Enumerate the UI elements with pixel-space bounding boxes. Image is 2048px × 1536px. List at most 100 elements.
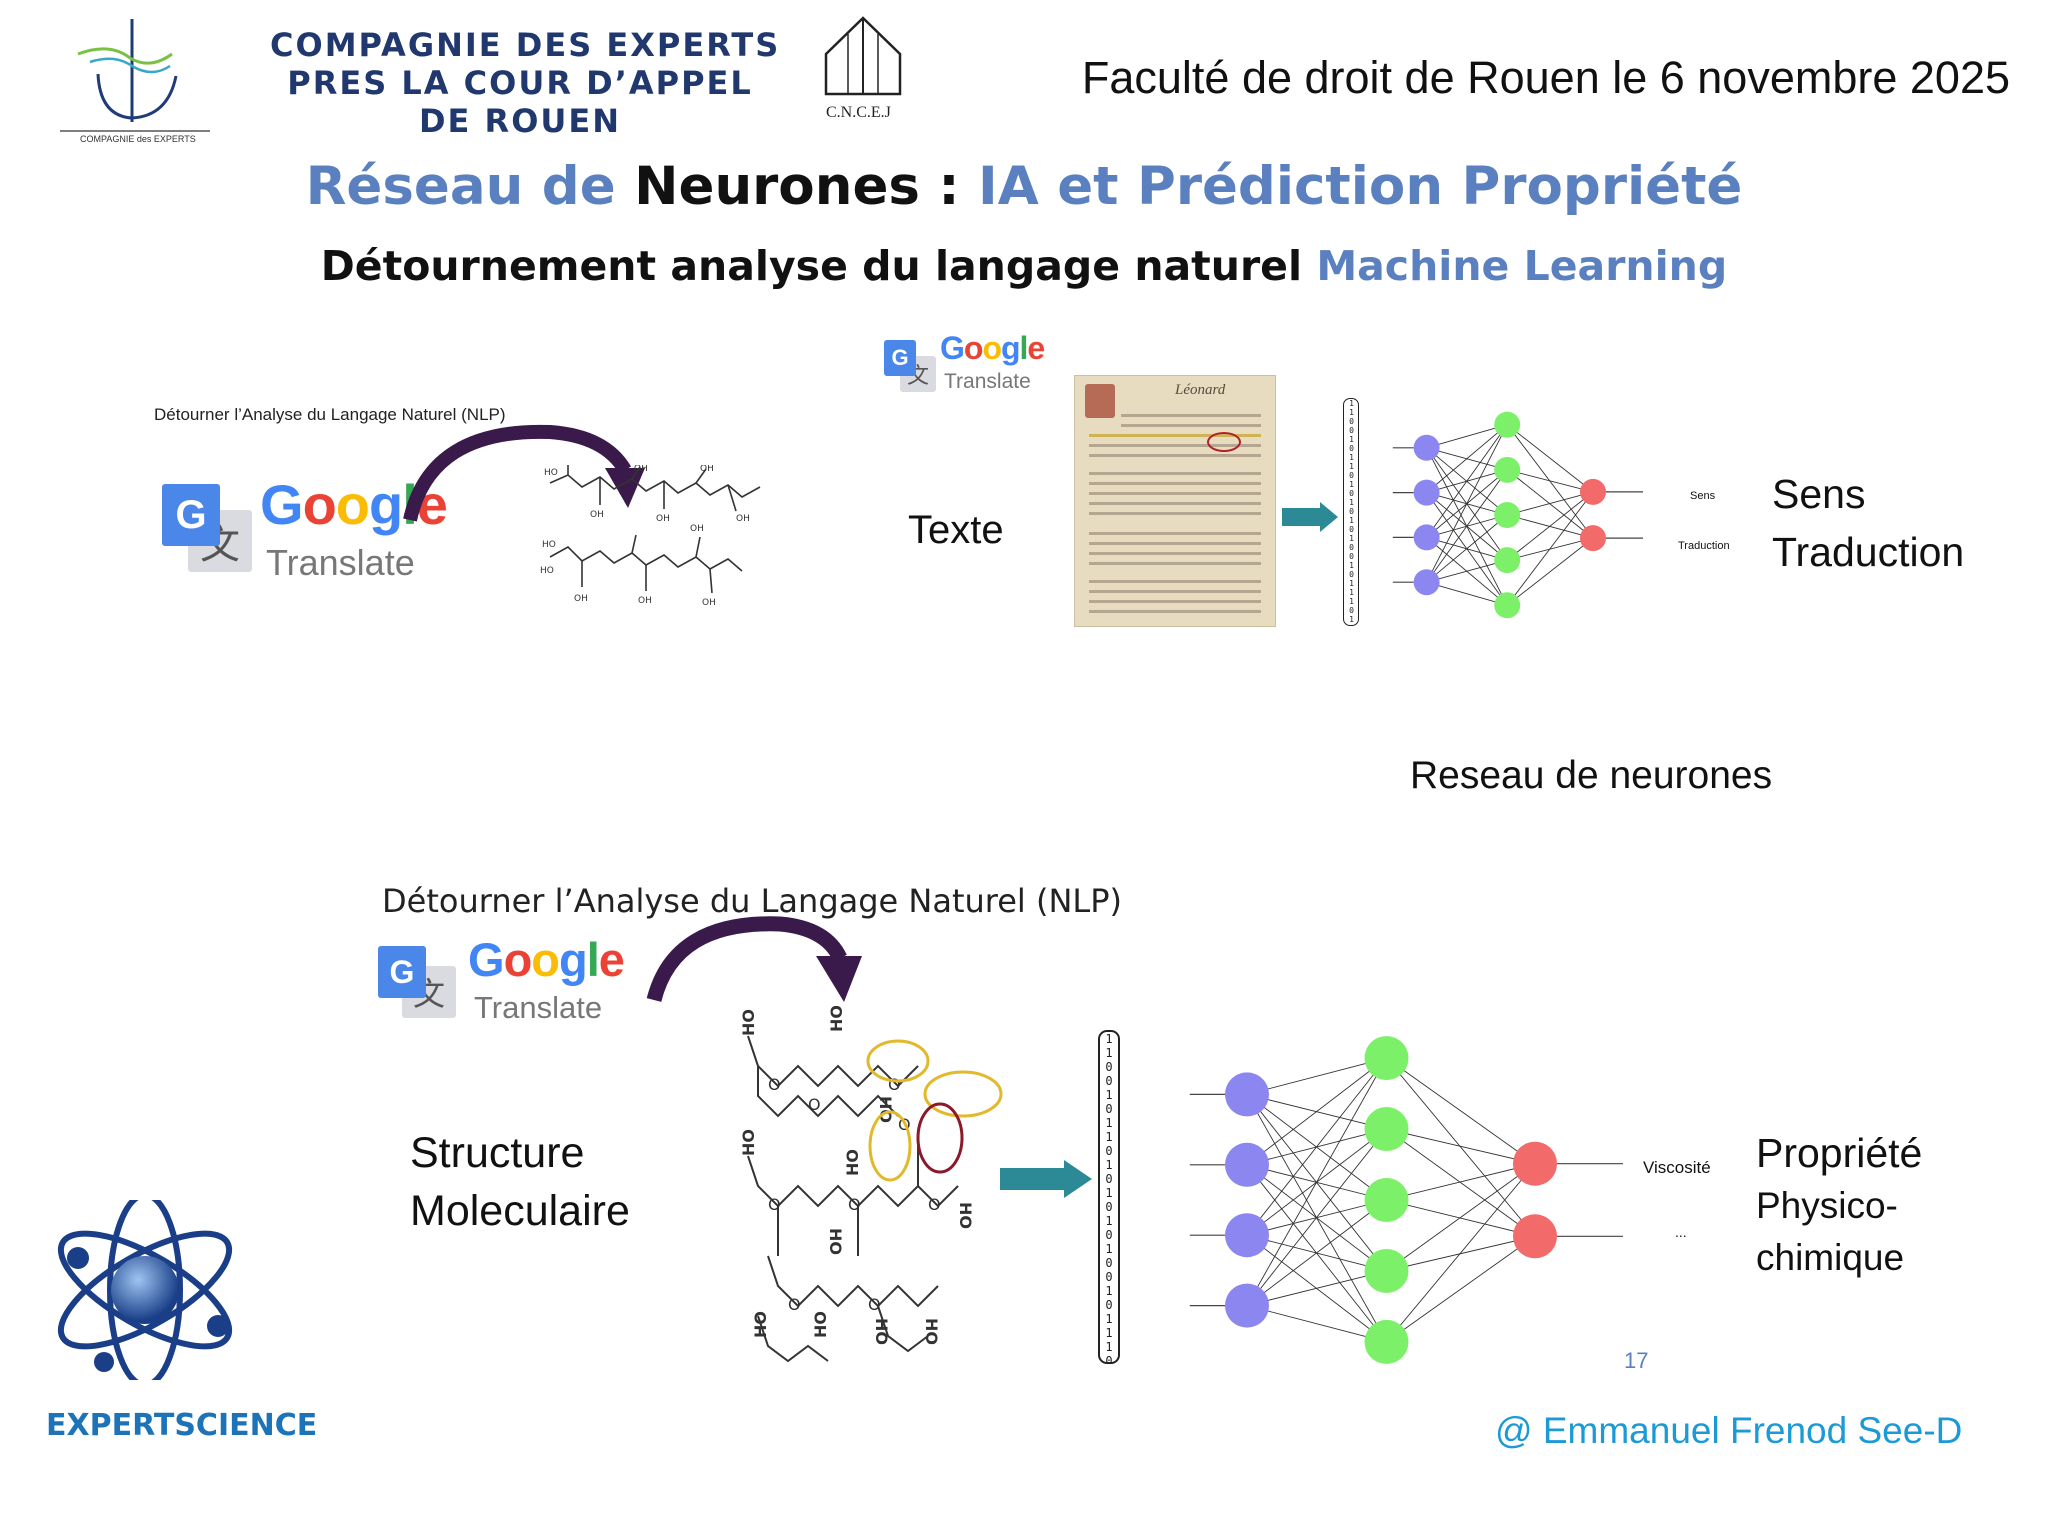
slide-title: Réseau de Neurones : IA et Prédiction Pr…	[0, 156, 2048, 217]
top-nn-edge	[1426, 581, 1508, 606]
bottom-nn-edge	[1246, 1128, 1387, 1306]
manuscript-heading: Léonard	[1175, 382, 1226, 398]
top-nn-edge	[1506, 424, 1594, 539]
cncej-label: C.N.C.E.J	[826, 104, 891, 121]
svg-text:O: O	[868, 1295, 881, 1314]
bottom-result-line-1: Propriété	[1756, 1130, 1923, 1176]
top-nn-edge	[1506, 469, 1594, 539]
bottom-nn-input-node	[1225, 1072, 1269, 1117]
svg-text:OH: OH	[690, 524, 704, 534]
page-number: 17	[1624, 1348, 1649, 1373]
top-nn-edge	[1506, 537, 1594, 606]
top-input-label: Texte	[908, 508, 1004, 552]
google-g-icon-small: G	[884, 340, 916, 376]
google-translate-logo-bottom: 文 G Google Translate	[378, 933, 648, 1036]
bottom-nn-edge	[1246, 1199, 1387, 1306]
top-nn-hidden-node	[1494, 411, 1521, 438]
bottom-nn-hidden-node	[1364, 1036, 1409, 1081]
top-output-2: Traduction	[1678, 540, 1730, 552]
top-binary-vector: 1100101101010101001011101111	[1343, 398, 1359, 626]
experts-logo: COMPAGNIE des EXPERTS	[60, 14, 210, 144]
svg-text:HO: HO	[827, 1006, 846, 1032]
svg-text:HO: HO	[739, 1009, 758, 1036]
svg-text:OH: OH	[702, 598, 716, 608]
svg-text:OH: OH	[590, 510, 604, 520]
top-nn-edge	[1506, 491, 1594, 561]
bottom-output-1: Viscosité	[1643, 1158, 1711, 1177]
svg-text:HO: HO	[872, 1318, 891, 1345]
bottom-input-label: Structure Moleculaire	[410, 1124, 630, 1240]
cncej-logo: C.N.C.E.J	[818, 14, 908, 124]
bottom-input-line-1: Structure	[410, 1129, 585, 1177]
bottom-curved-arrow	[646, 916, 862, 1002]
top-nn-hidden-node	[1494, 456, 1521, 483]
svg-text:OH: OH	[634, 465, 648, 474]
google-wordmark-bottom: Google	[468, 933, 625, 986]
nn-caption: Reseau de neurones	[1410, 754, 1773, 797]
bottom-result-line-2: Physico-	[1756, 1185, 1898, 1226]
experts-logo-caption: COMPAGNIE des EXPERTS	[80, 134, 196, 144]
svg-text:HO: HO	[542, 540, 556, 550]
brand-label: EXPERTSCIENCE	[46, 1408, 318, 1443]
svg-text:O: O	[768, 1195, 781, 1214]
top-teal-arrow	[1282, 502, 1338, 532]
top-nn-edge	[1426, 424, 1508, 538]
title-part-3: IA et Prédiction Propriété	[978, 156, 1743, 217]
google-wordmark: Google	[260, 473, 448, 536]
bottom-nn-edge	[1386, 1128, 1536, 1237]
manuscript-text-image: Léonard	[1074, 375, 1276, 627]
bottom-nn-edge	[1386, 1163, 1536, 1343]
svg-text:HO: HO	[540, 566, 554, 576]
svg-text:O: O	[768, 1075, 781, 1094]
bottom-nn-input-node	[1225, 1283, 1269, 1328]
subtitle-part-1: Détournement analyse du langage naturel	[320, 242, 1317, 290]
top-nn-hidden-node	[1494, 547, 1521, 574]
google-g-icon: G	[162, 484, 220, 546]
bottom-nn-output-node	[1513, 1214, 1557, 1259]
top-curved-arrow	[403, 424, 645, 522]
title-part-2: Neurones :	[634, 156, 979, 217]
bottom-nn-edge	[1386, 1235, 1536, 1272]
top-neural-network	[1392, 411, 1643, 619]
bottom-nn-edge	[1246, 1057, 1387, 1306]
bottom-input-line-2: Moleculaire	[410, 1187, 630, 1235]
bottom-nn-input-node	[1225, 1142, 1269, 1187]
slide-subtitle: Détournement analyse du langage naturel …	[0, 242, 2048, 290]
translate-word: Translate	[266, 542, 415, 583]
organization-name: COMPAGNIE DES EXPERTS PRES LA COUR D’APP…	[270, 26, 778, 140]
svg-text:HO: HO	[811, 1311, 830, 1338]
bottom-output-2: ...	[1675, 1224, 1687, 1240]
svg-text:HO: HO	[544, 468, 558, 478]
bottom-result: Propriété Physico- chimique	[1756, 1126, 1922, 1284]
svg-text:O: O	[928, 1195, 941, 1214]
org-name-line-2: PRES LA COUR D’APPEL	[287, 64, 753, 102]
bottom-nn-edge	[1246, 1305, 1387, 1343]
bottom-nn-edge	[1386, 1163, 1536, 1272]
google-wordmark-small: Google	[940, 330, 1045, 366]
top-nn-edge	[1426, 559, 1508, 583]
top-nn-edge	[1507, 469, 1594, 493]
bottom-nn-edge	[1246, 1270, 1387, 1307]
bottom-nn-edge	[1386, 1128, 1536, 1165]
bottom-nn-hidden-node	[1364, 1248, 1409, 1293]
illuminated-letter	[1085, 384, 1115, 418]
top-nn-edge	[1506, 491, 1594, 606]
translate-word-bottom: Translate	[474, 990, 603, 1025]
bottom-binary-vector: 1100101101010101001011101111	[1098, 1030, 1120, 1364]
highlight-circle	[1207, 432, 1241, 452]
top-nn-edge	[1426, 424, 1508, 583]
svg-text:HO: HO	[751, 1311, 770, 1338]
svg-text:O: O	[888, 1075, 901, 1094]
top-nn-edge	[1507, 491, 1594, 516]
top-nn-hidden-node	[1494, 592, 1521, 619]
bottom-nn-edge	[1386, 1057, 1536, 1165]
bottom-nn-edge	[1386, 1235, 1536, 1343]
top-nn-input-node	[1413, 524, 1440, 551]
bottom-nn-edge	[1386, 1057, 1536, 1237]
org-name-line-3: DE ROUEN	[418, 102, 622, 140]
translate-word-small: Translate	[944, 370, 1031, 393]
bottom-nn-hidden-node	[1364, 1178, 1409, 1222]
google-translate-logo-small: 文 G Google Translate	[884, 330, 1054, 404]
svg-text:OH: OH	[656, 514, 670, 524]
top-nn-input-node	[1413, 434, 1440, 461]
